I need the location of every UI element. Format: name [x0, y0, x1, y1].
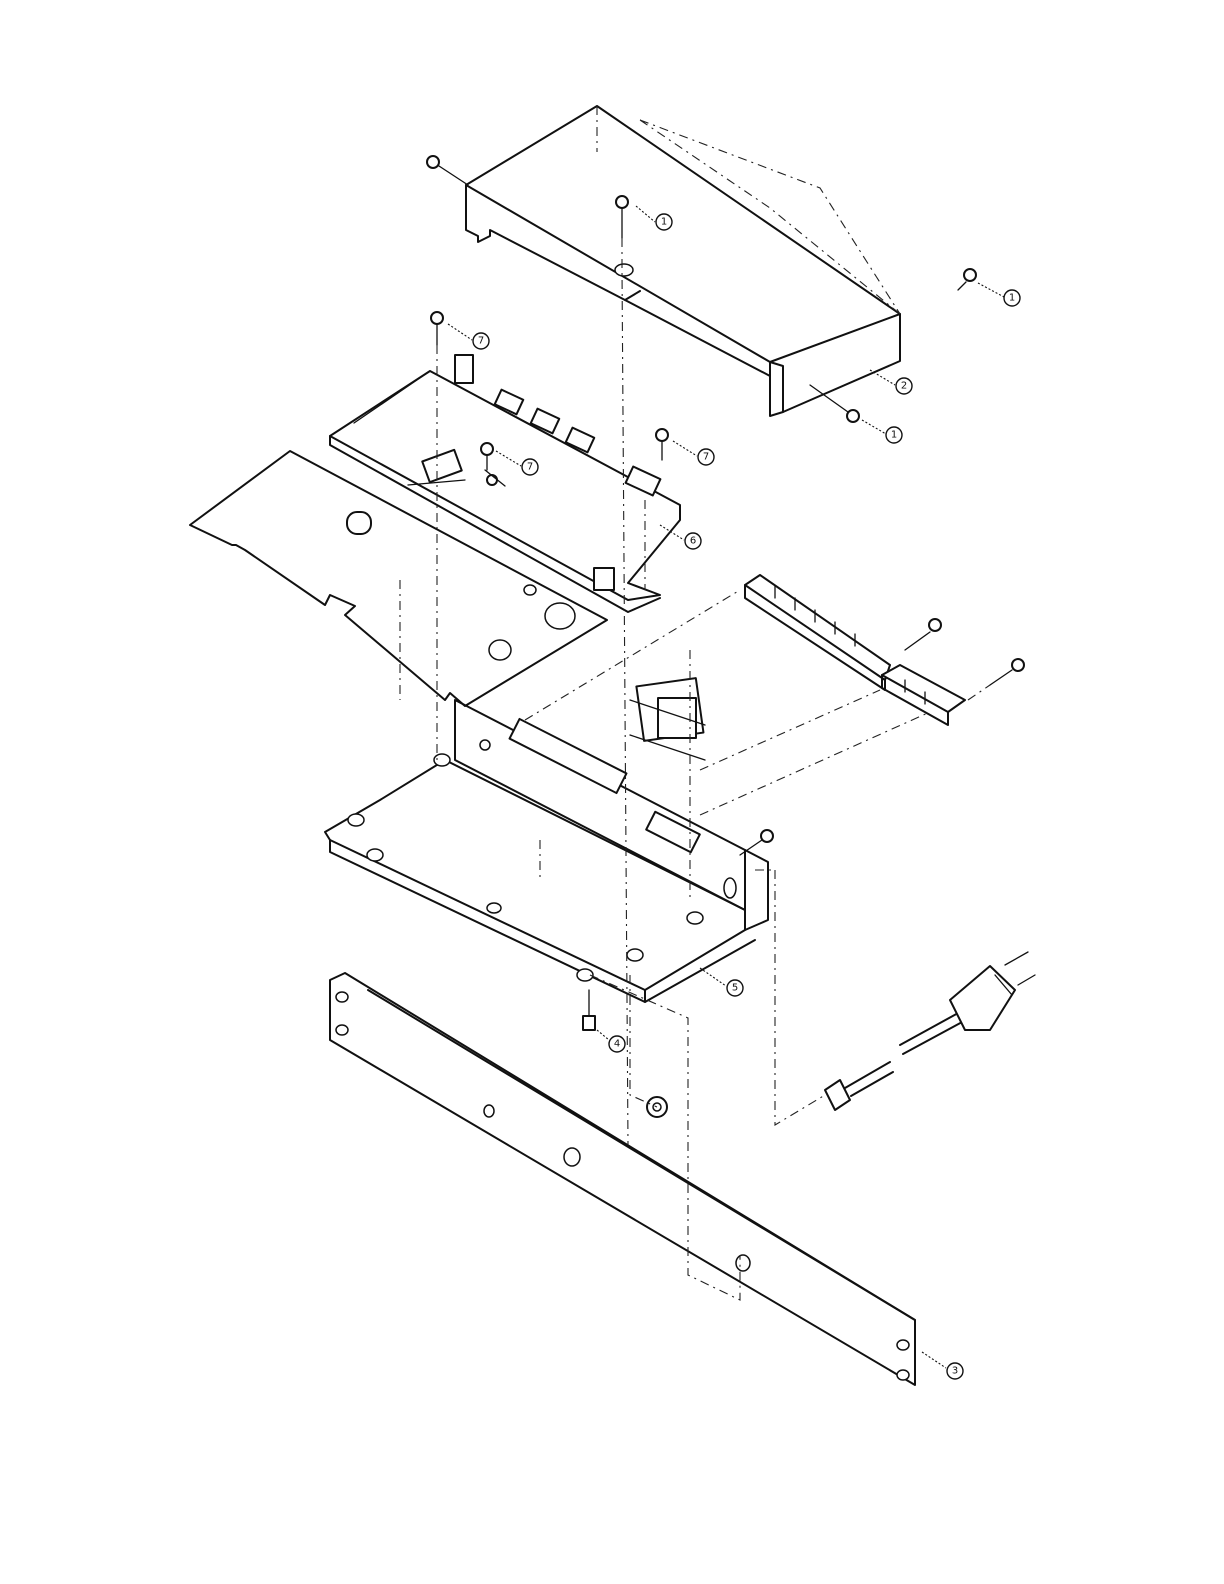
- front-panel: [330, 973, 915, 1385]
- transformer: [630, 678, 705, 760]
- callout-label: 4: [614, 1039, 620, 1050]
- screw: [431, 312, 443, 345]
- callout: 5: [700, 968, 743, 996]
- screw: [427, 156, 468, 185]
- terminal-strip: [882, 665, 965, 725]
- insulator-sheet: [190, 451, 607, 706]
- callout-label: 7: [478, 336, 484, 347]
- callout-label: 1: [661, 217, 667, 228]
- callout: 1: [978, 283, 1020, 306]
- callout-label: 7: [527, 462, 533, 473]
- screw: [583, 990, 595, 1030]
- screw: [958, 269, 976, 290]
- callout: 2: [870, 370, 912, 394]
- callout-label: 7: [703, 452, 709, 463]
- screw: [905, 619, 941, 650]
- callout: 7: [448, 324, 489, 349]
- callout-label: 2: [901, 381, 907, 392]
- callout: 3: [922, 1352, 963, 1379]
- screw: [481, 443, 493, 470]
- top-cover: [466, 106, 900, 416]
- callout: 7: [673, 441, 714, 465]
- screw: [616, 196, 628, 238]
- screw: [656, 429, 668, 460]
- callout: 4: [597, 1030, 625, 1052]
- callout-label: 1: [1009, 293, 1015, 304]
- callout: 7: [496, 451, 538, 475]
- callout: 1: [862, 420, 902, 443]
- assembly-guide-lines: [400, 238, 990, 1300]
- screw: [990, 659, 1024, 685]
- power-cord: [825, 952, 1035, 1110]
- callout-label: 3: [952, 1366, 958, 1377]
- callout-label: 6: [690, 536, 696, 547]
- callout-label: 5: [732, 983, 738, 994]
- circuit-board: [330, 355, 680, 612]
- terminal-strip: [745, 575, 890, 690]
- callout-label: 1: [891, 430, 897, 441]
- chassis: [325, 700, 768, 1002]
- callout: 1: [636, 206, 672, 230]
